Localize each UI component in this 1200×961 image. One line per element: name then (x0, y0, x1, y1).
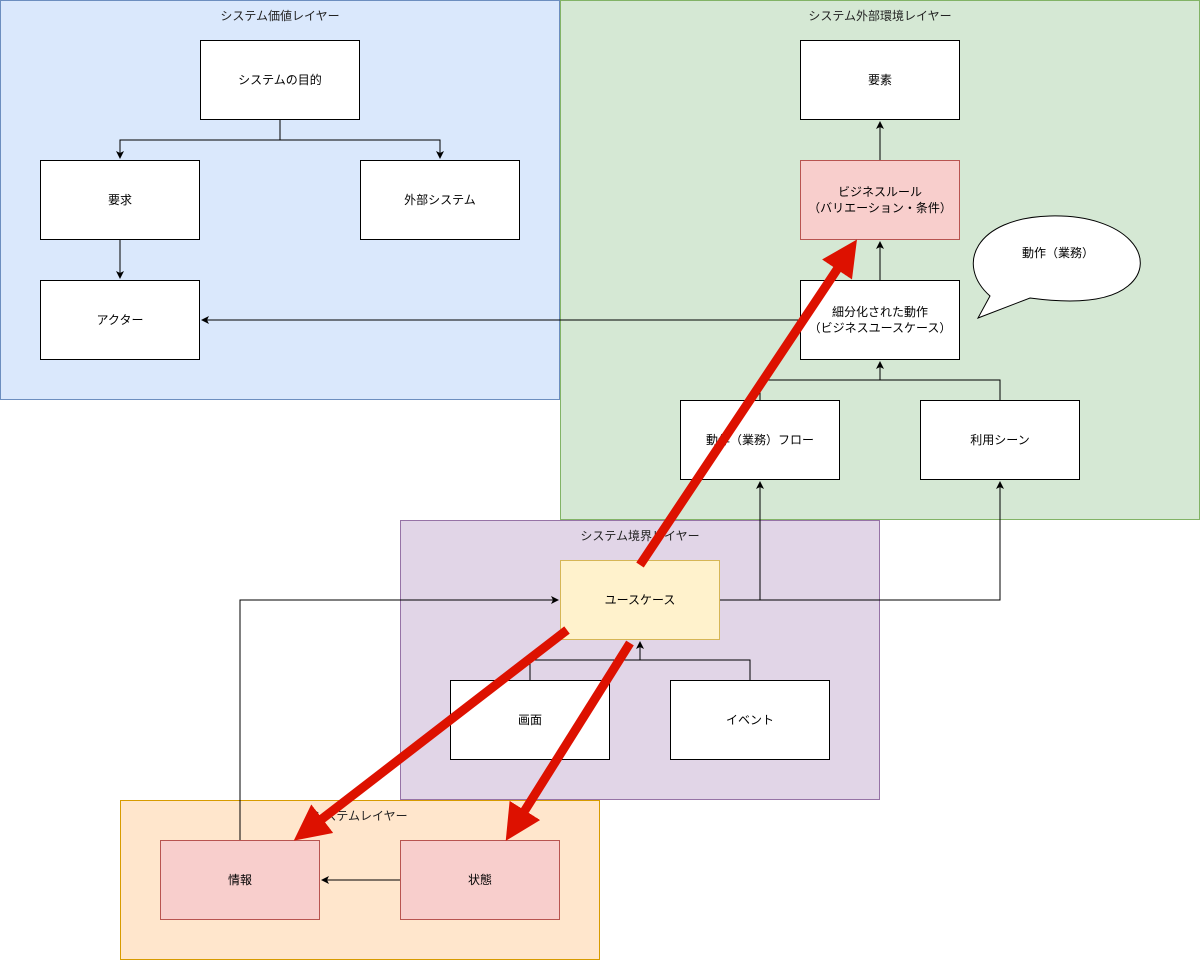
node-requirement: 要求 (40, 160, 200, 240)
node-external-system: 外部システム (360, 160, 520, 240)
node-information: 情報 (160, 840, 320, 920)
node-actor: アクター (40, 280, 200, 360)
node-business-rule: ビジネスルール （バリエーション・条件） (800, 160, 960, 240)
node-business-usecase: 細分化された動作 （ビジネスユースケース） (800, 280, 960, 360)
node-usecase: ユースケース (560, 560, 720, 640)
system-boundary-layer-title: システム境界レイヤー (580, 529, 700, 543)
node-state: 状態 (400, 840, 560, 920)
highlight-arrow-to-state (505, 640, 634, 841)
node-usage-scene: 利用シーン (920, 400, 1080, 480)
node-event: イベント (670, 680, 830, 760)
highlight-arrow-to-business-rule (636, 239, 857, 568)
highlight-arrow-to-information (293, 626, 570, 841)
callout-bubble (972, 215, 1141, 319)
system-external-layer-title: システム外部環境レイヤー (808, 9, 952, 23)
callout-text: 動作（業務） (1021, 246, 1094, 260)
node-system-purpose: システムの目的 (200, 40, 360, 120)
system-value-layer-title: システム価値レイヤー (220, 9, 340, 23)
node-element: 要素 (800, 40, 960, 120)
